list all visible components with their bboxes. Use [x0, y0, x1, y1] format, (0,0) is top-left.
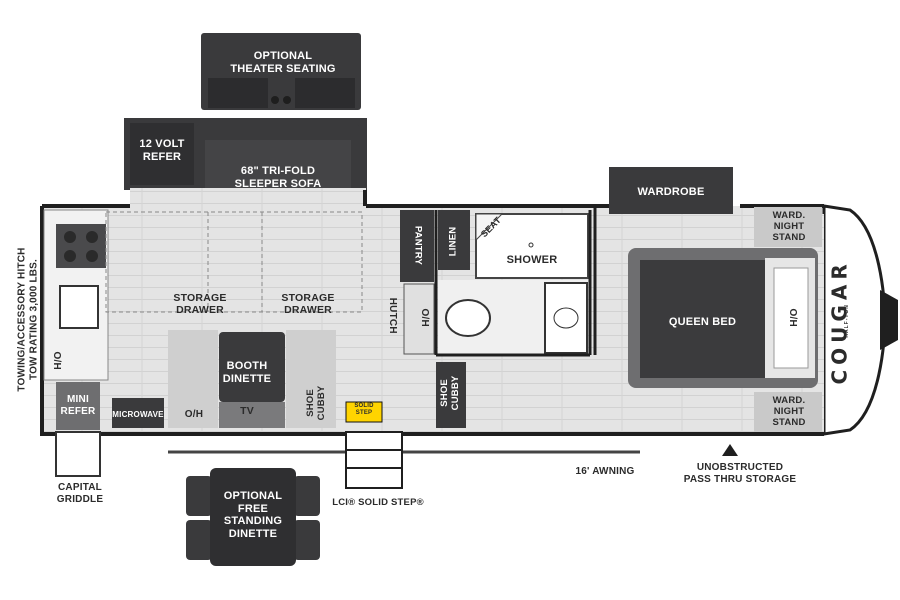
shoe-cubby-left-label: SHOE CUBBY — [305, 385, 327, 421]
tv — [219, 402, 285, 428]
mini-refer-label: MINI REFER — [60, 394, 96, 417]
night-stand-top-label: WARD. NIGHT STAND — [772, 210, 806, 243]
night-stand-bottom-label: WARD. NIGHT STAND — [772, 395, 806, 428]
wardrobe-label: WARDROBE — [637, 186, 705, 198]
queen-bed-label: QUEEN BED — [668, 316, 737, 328]
twelve-volt-refer — [130, 123, 194, 185]
kitchen-oh-label: O/H — [50, 351, 62, 370]
outer-wall — [40, 190, 824, 436]
solid-step-label: LCI® SOLID STEP® — [332, 497, 424, 508]
wardrobe — [609, 167, 733, 215]
shower — [475, 213, 589, 279]
bed-oh-label: O/H — [786, 308, 798, 327]
booth-dinette — [219, 332, 285, 402]
hutch-label: HUTCH — [386, 297, 398, 334]
hutch — [403, 283, 435, 355]
shoe-cubby-right — [436, 362, 466, 428]
stovetop — [56, 224, 106, 268]
shoe-cubby-right-label: SHOE CUBBY — [439, 375, 461, 411]
towing-hitch-label: TOWING/ACCESSORY HITCH TOW RATING 3,000 … — [16, 247, 40, 392]
twelve-volt-refer-label: 12 VOLT REFER — [139, 138, 185, 163]
pantry-label: PANTRY — [412, 225, 424, 266]
free-dinette-label: OPTIONAL FREE STANDING DINETTE — [223, 490, 283, 540]
mini-refer — [56, 382, 100, 430]
booth-dinette-label: BOOTH DINETTE — [222, 360, 272, 385]
theater-seating-label: OPTIONAL THEATER SEATING — [230, 50, 336, 75]
pantry — [400, 210, 434, 282]
night-stand-top — [754, 207, 822, 247]
linen-label: LINEN — [447, 226, 459, 257]
dinette-bench-right — [286, 330, 336, 428]
pass-thru-arrow — [722, 444, 738, 456]
shower-label: SHOWER — [506, 254, 558, 266]
linen — [438, 210, 470, 270]
pass-thru-label: UNOBSTRUCTED PASS THRU STORAGE — [683, 462, 797, 485]
solid-step-logo — [345, 401, 383, 423]
capital-griddle — [55, 431, 101, 477]
microwave — [112, 398, 164, 428]
dinette-oh-label: O/H — [184, 409, 204, 420]
dinette-bench-left — [168, 330, 218, 428]
storage-drawer-left-label: STORAGE DRAWER — [173, 292, 227, 317]
brand-sub: HALF-TON — [844, 304, 851, 338]
sleeper-sofa-label: 68" TRI-FOLD SLEEPER SOFA — [234, 165, 322, 190]
solid-step-logo-text: Solid Step — [354, 403, 374, 416]
toilet — [445, 299, 491, 337]
kitchen-sink — [59, 285, 99, 329]
night-stand-bottom — [754, 392, 822, 432]
hutch-oh-label: O/H — [418, 308, 430, 327]
storage-drawer-right-label: STORAGE DRAWER — [281, 292, 335, 317]
tv-label: TV — [240, 405, 254, 417]
awning-label: 16' AWNING — [575, 466, 635, 477]
capital-griddle-label: CAPITAL GRIDDLE — [56, 482, 104, 505]
solid-step — [345, 431, 403, 489]
free-standing-dinette — [186, 468, 320, 566]
microwave-label: MICROWAVE — [112, 410, 164, 419]
theater-seating — [201, 33, 361, 110]
